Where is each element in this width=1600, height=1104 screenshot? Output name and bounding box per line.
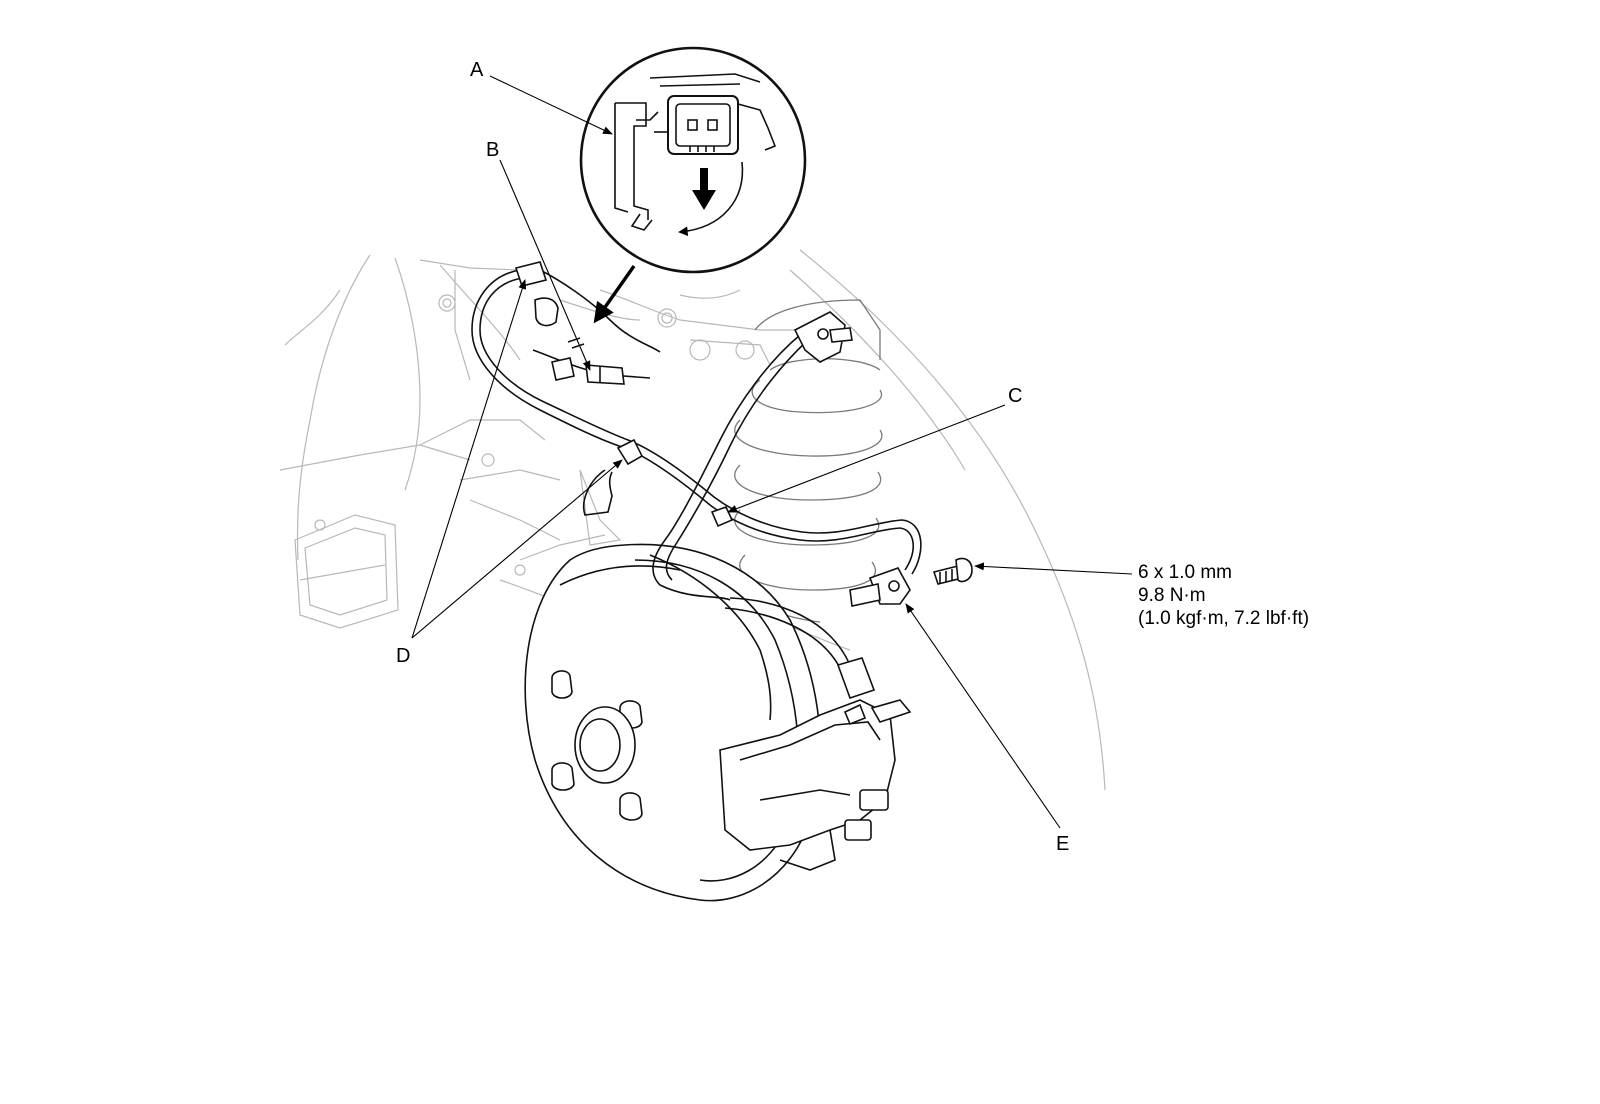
bolt-size: 6 x 1.0 mm xyxy=(1138,562,1232,583)
brake-disc-assembly xyxy=(524,543,912,902)
callout-c: C xyxy=(1008,385,1022,407)
connector-detail-view xyxy=(579,46,807,324)
torque-alt: (1.0 kgf·m, 7.2 lbf·ft) xyxy=(1138,608,1309,629)
torque-spec: 6 x 1.0 mm 9.8 N·m (1.0 kgf·m, 7.2 lbf·f… xyxy=(1138,562,1309,629)
callout-e: E xyxy=(1056,833,1069,855)
curved-arrow-icon xyxy=(678,161,744,237)
arrow-down-icon xyxy=(692,168,716,210)
callout-a: A xyxy=(470,59,484,81)
chassis-background xyxy=(279,249,1106,791)
callout-labels: A B C D E xyxy=(396,59,1069,855)
torque-nm: 9.8 N·m xyxy=(1138,585,1206,606)
wheel-sensor-harness xyxy=(471,261,973,607)
leader-lines xyxy=(411,75,1133,829)
callout-b: B xyxy=(486,139,499,161)
callout-d: D xyxy=(396,645,410,667)
